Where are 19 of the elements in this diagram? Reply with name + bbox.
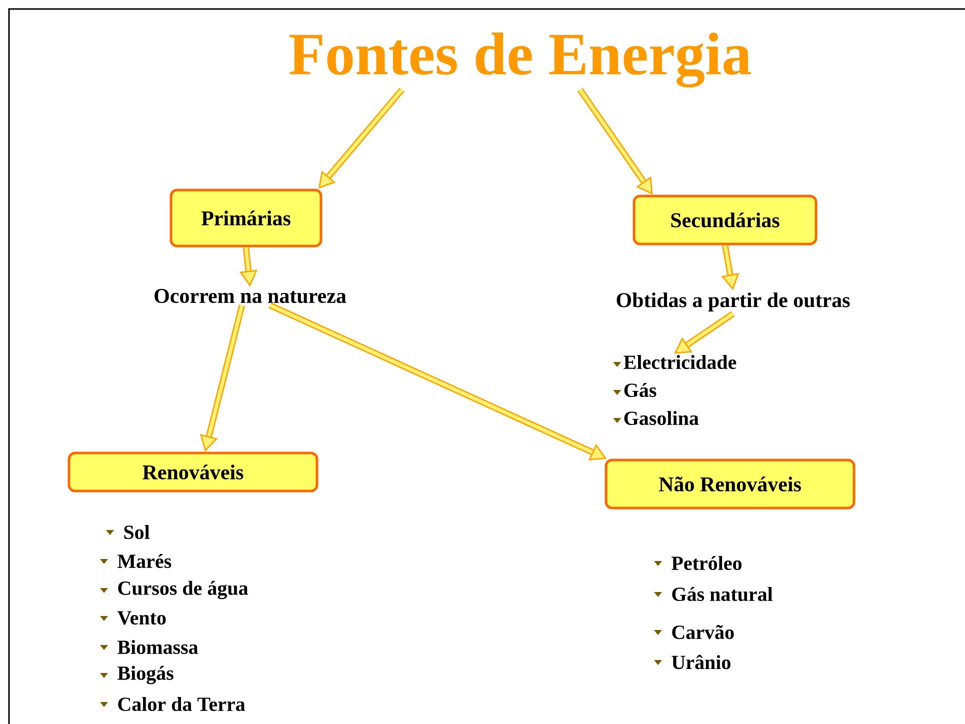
- category-box: Não Renováveis: [604, 458, 856, 510]
- category-box: Secundárias: [632, 194, 818, 246]
- list-item: Petróleo: [672, 556, 742, 570]
- list-item: Marés: [118, 554, 172, 568]
- list-item: Sol: [124, 524, 150, 540]
- list-item: Biogás: [118, 666, 174, 684]
- list-item: Vento: [117, 611, 166, 625]
- description-text: Ocorrem na natureza: [154, 288, 346, 304]
- title-text: Fontes de Energia: [289, 32, 751, 88]
- list-item: Cursos de água: [118, 580, 248, 600]
- category-box: Renováveis: [68, 452, 318, 492]
- list-item: Urânio: [672, 654, 730, 670]
- item-list: Electricidade Gás Gasolina: [624, 354, 736, 426]
- list-item: Gás natural: [672, 586, 773, 602]
- category-box: Primárias: [170, 188, 322, 248]
- description-text: Obtidas a partir de outras: [616, 292, 850, 312]
- list-item: Carvão: [672, 624, 734, 640]
- list-item: Biomassa: [118, 640, 198, 654]
- list-item: Calor da Terra: [118, 696, 246, 712]
